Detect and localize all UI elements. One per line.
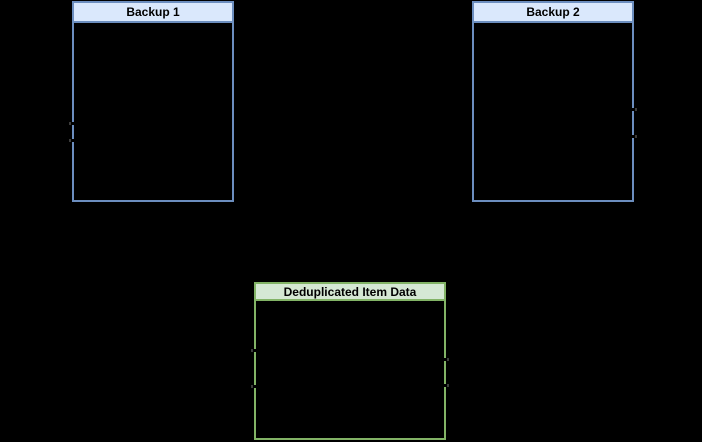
connector-stub xyxy=(251,385,259,388)
node-deduplicated-item-data: Deduplicated Item Data xyxy=(254,282,446,440)
connector-stub xyxy=(69,122,77,125)
connector-stub xyxy=(441,358,449,361)
connector-stub xyxy=(629,108,637,111)
connector-stub xyxy=(69,139,77,142)
node-backup-1-title: Backup 1 xyxy=(126,5,180,19)
node-backup-2-header: Backup 2 xyxy=(474,3,632,23)
node-deduplicated-item-data-title: Deduplicated Item Data xyxy=(283,284,417,299)
connector-stub xyxy=(251,349,259,352)
node-backup-2: Backup 2 xyxy=(472,1,634,202)
connector-stub xyxy=(629,135,637,138)
node-backup-1: Backup 1 xyxy=(72,1,234,202)
node-backup-2-title: Backup 2 xyxy=(526,5,580,19)
node-deduplicated-item-data-header: Deduplicated Item Data xyxy=(256,284,444,301)
node-backup-1-header: Backup 1 xyxy=(74,3,232,23)
connector-stub xyxy=(441,384,449,387)
